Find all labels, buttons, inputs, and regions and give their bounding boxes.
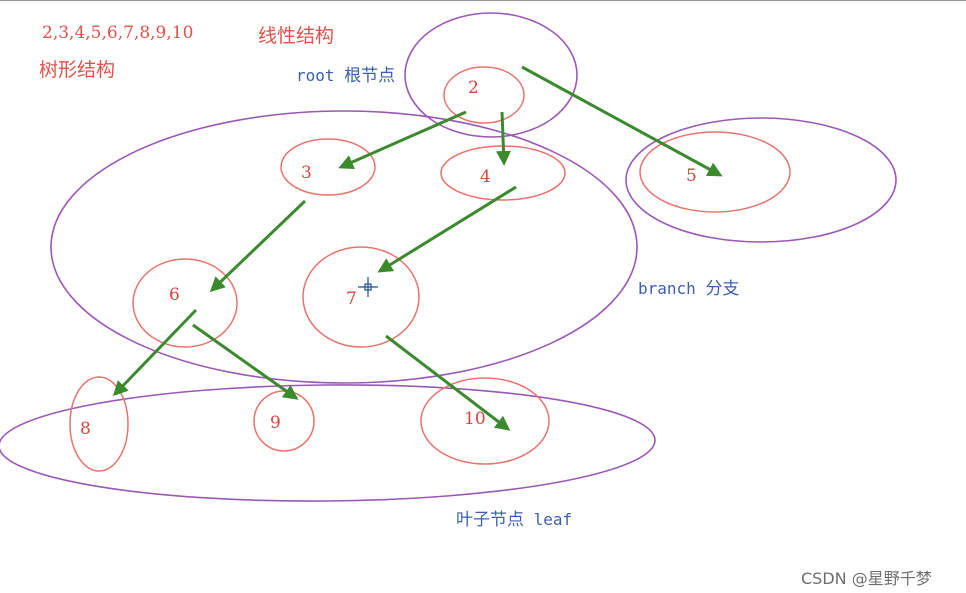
leaf-group-outline [0, 384, 656, 502]
edge-2-3-arrow [338, 110, 467, 170]
node-3-circle [280, 138, 376, 196]
node-2-label: 2 [468, 78, 479, 98]
edge-7-10-arrow [385, 334, 511, 431]
branch-label: branch 分支 [638, 274, 739, 299]
root-group-outline [404, 12, 578, 138]
root-label: root 根节点 [296, 61, 395, 86]
edge-2-4-arrow [496, 111, 512, 166]
right-leaf-group-outline [625, 117, 897, 243]
edge-4-7-arrow [377, 185, 517, 273]
edge-2-5-arrow [521, 65, 723, 177]
node-9-label: 9 [270, 413, 281, 433]
branch-label-en: branch [638, 279, 696, 298]
leaf-label: 叶子节点 leaf [456, 505, 572, 530]
linear-structure-label: 线性结构 [258, 25, 335, 47]
node-6-circle [132, 258, 238, 348]
leaf-label-en: leaf [533, 510, 573, 529]
node-6-label: 6 [169, 285, 180, 305]
node-7-label: 7 [346, 289, 357, 309]
node-7-circle [302, 246, 420, 348]
node-5-label: 5 [686, 166, 697, 186]
branch-group-outline [50, 110, 638, 384]
node-4-label: 4 [480, 167, 491, 187]
node-5-circle [639, 131, 791, 213]
node-3-label: 3 [301, 163, 312, 183]
edge-6-8-arrow [112, 308, 198, 397]
node-10-label: 10 [464, 409, 486, 429]
node-9-circle [253, 390, 315, 452]
edge-3-6-arrow [209, 199, 307, 293]
node-10-circle [420, 377, 550, 465]
tree-structure-label: 树形结构 [39, 59, 116, 81]
node-8-label: 8 [80, 419, 91, 439]
node-2-circle [443, 66, 525, 124]
node-8-circle [69, 376, 129, 472]
edge-6-9-arrow [192, 323, 299, 400]
leaf-label-cn: 叶子节点 [456, 510, 524, 530]
sequence-text: 2,3,4,5,6,7,8,9,10 [42, 23, 194, 43]
csdn-watermark: CSDN @星野千梦 [801, 569, 932, 588]
root-label-en: root [296, 66, 335, 85]
root-label-cn: 根节点 [344, 66, 396, 86]
branch-label-cn: 分支 [705, 279, 740, 299]
crosshair-cursor-icon [358, 277, 378, 297]
top-border [0, 0, 966, 1]
